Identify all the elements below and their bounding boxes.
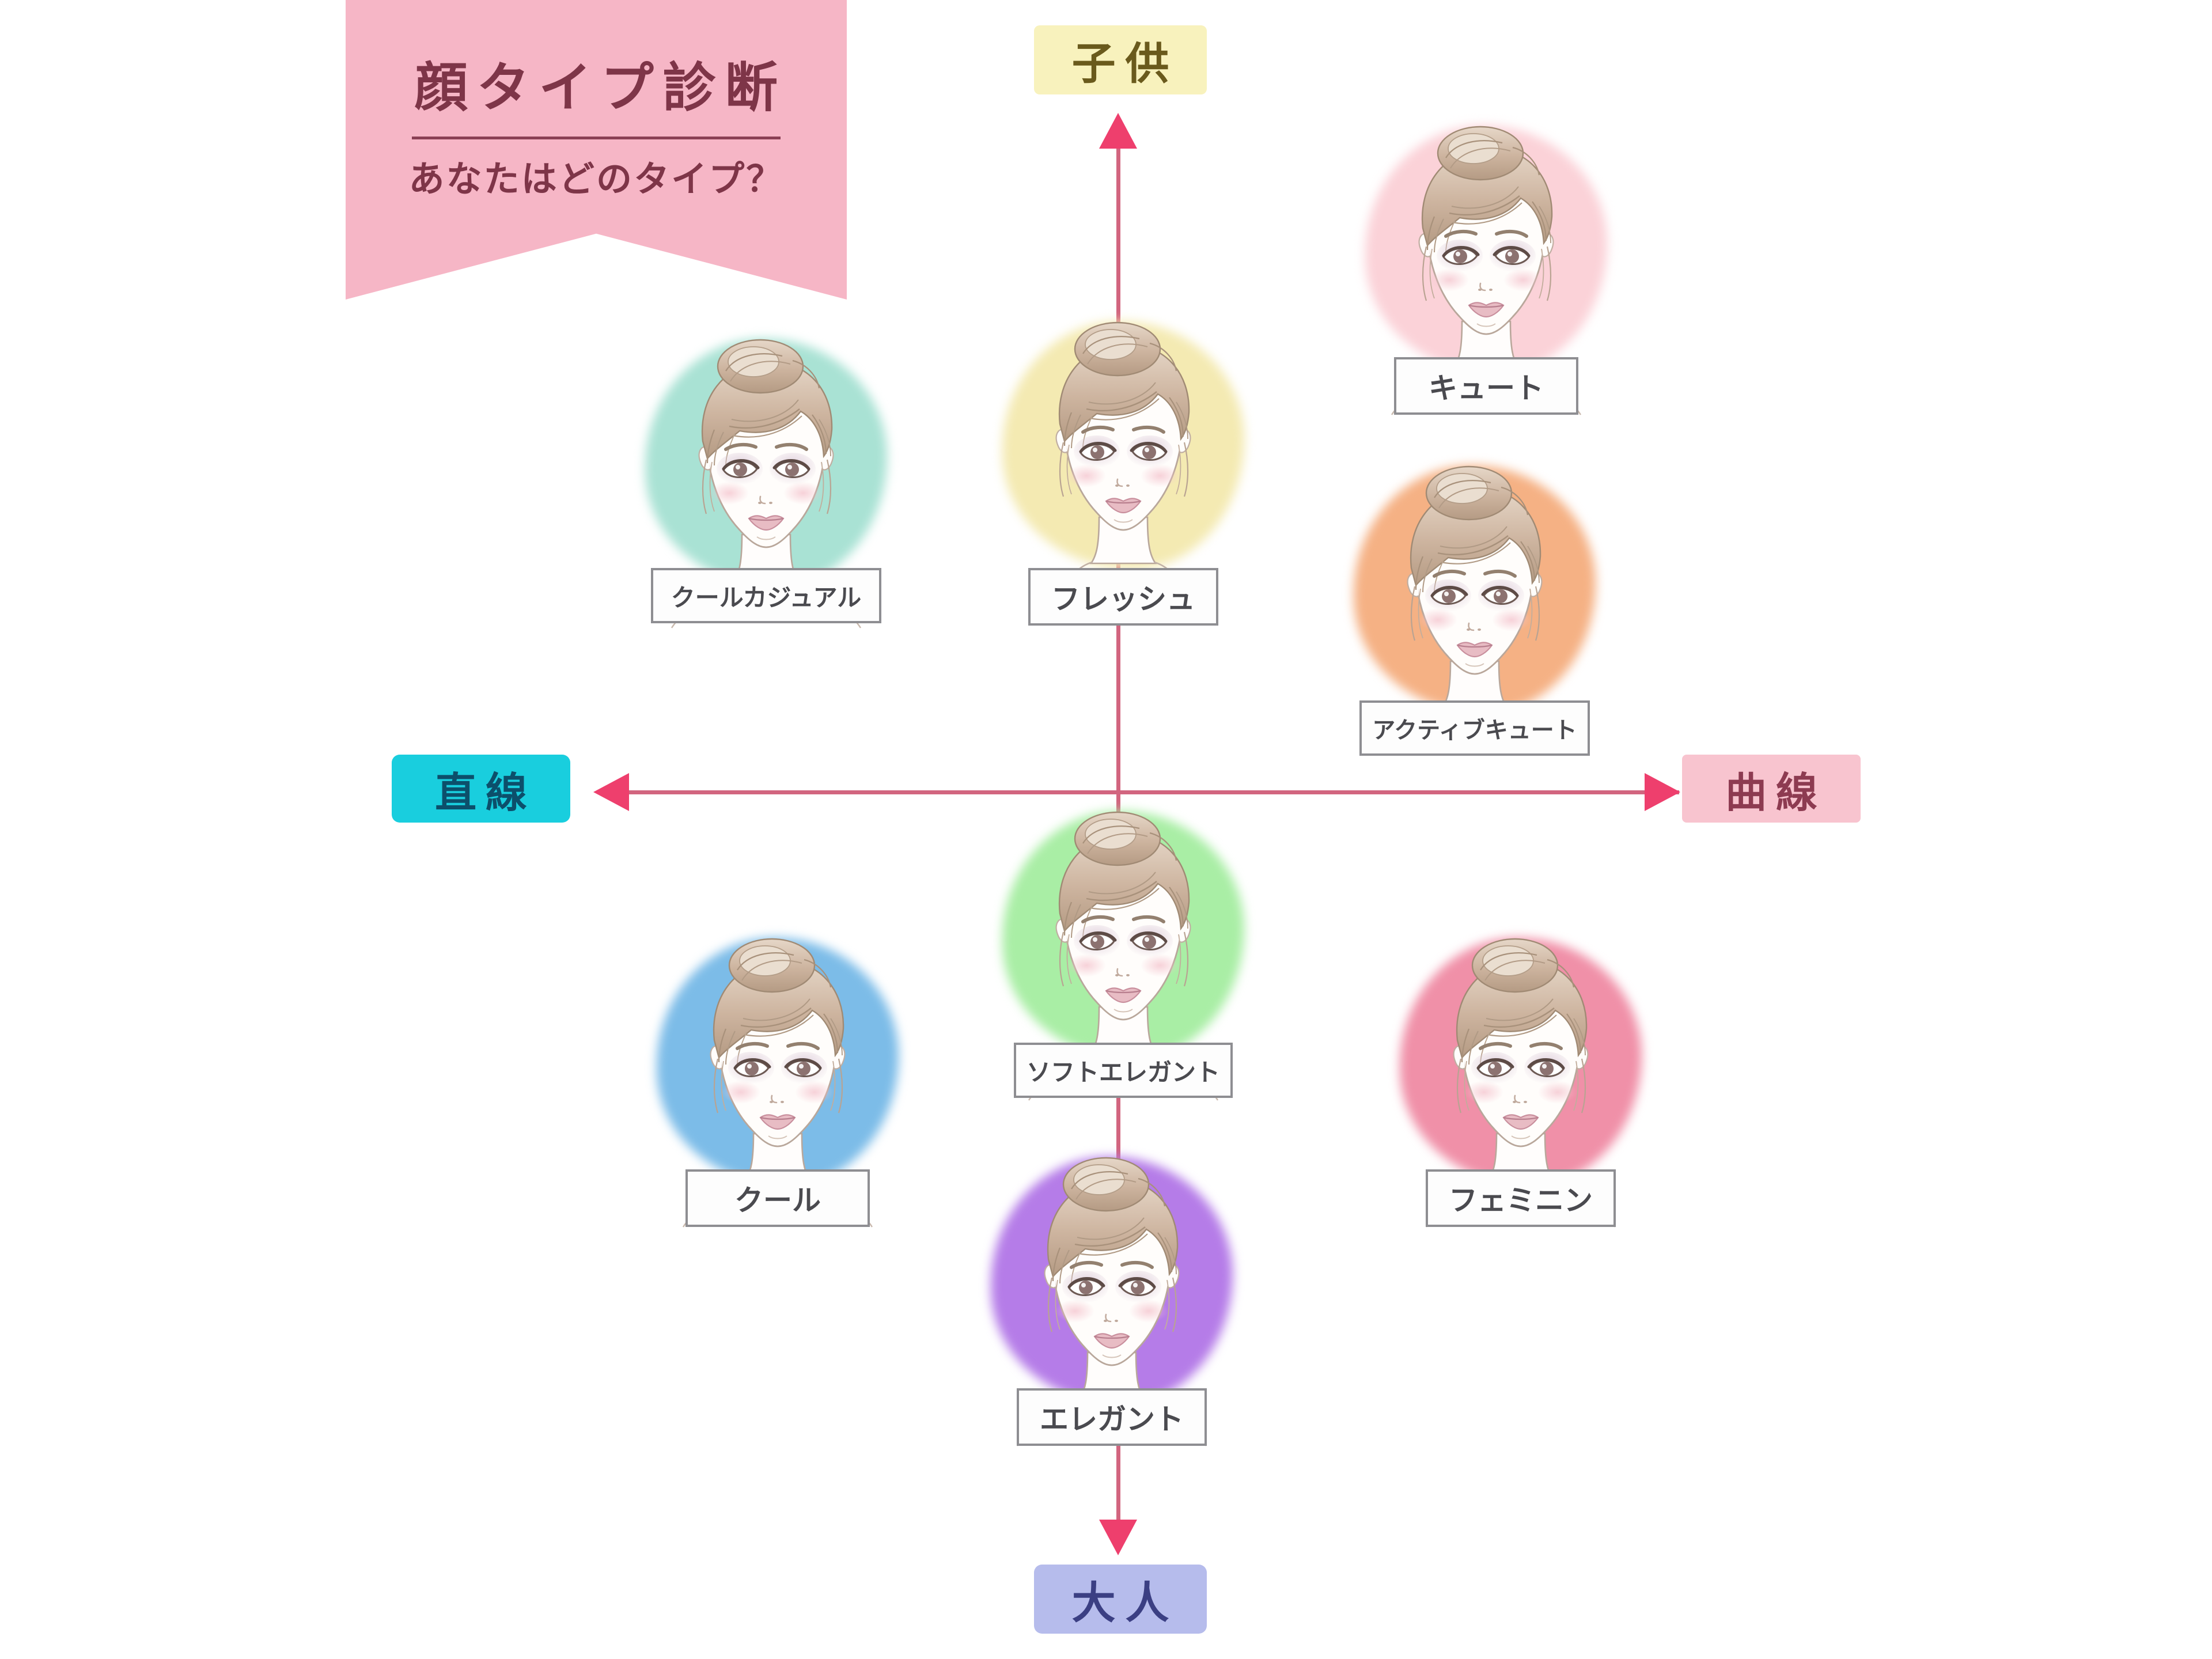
face-type-label: キュート [1394, 357, 1578, 415]
title-banner: 顔タイプ診断 あなたはどのタイプ？ [346, 0, 847, 300]
face-illustration [1028, 321, 1219, 611]
face-type-soft-elegant[interactable]: ソフトエレガント [974, 801, 1273, 1169]
axis-label-child: 子供 [1034, 25, 1207, 94]
face-type-label: フェミニン [1426, 1169, 1616, 1227]
face-type-label: ソフトエレガント [1014, 1043, 1233, 1098]
axis-label-curve: 曲線 [1682, 755, 1861, 823]
face-type-cool[interactable]: クール [628, 927, 927, 1296]
arrow-right-icon [1645, 773, 1680, 811]
face-type-elegant[interactable]: エレガント [962, 1146, 1262, 1515]
face-illustration [1379, 465, 1570, 755]
arrow-down-icon [1099, 1520, 1137, 1555]
arrow-up-icon [1099, 113, 1137, 149]
face-type-label: フレッシュ [1028, 568, 1218, 626]
axis-label-straight: 直線 [392, 755, 570, 823]
face-type-cute[interactable]: キュート [1336, 115, 1636, 484]
face-type-active-cute[interactable]: アクティブキュート [1325, 455, 1624, 824]
face-illustration [1425, 938, 1616, 1228]
page-subtitle: あなたはどのタイプ？ [408, 158, 784, 200]
face-illustration [1391, 126, 1582, 415]
axis-label-adult: 大人 [1034, 1565, 1207, 1634]
face-illustration [1016, 1157, 1207, 1446]
face-type-label: クールカジュアル [651, 568, 881, 623]
face-type-feminine[interactable]: フェミニン [1371, 927, 1671, 1296]
face-illustration [1028, 811, 1219, 1101]
arrow-left-icon [593, 773, 629, 811]
horizontal-axis-line [599, 790, 1679, 794]
title-divider [412, 137, 781, 139]
page-title: 顔タイプ診断 [414, 57, 787, 119]
face-illustration [682, 938, 873, 1228]
face-type-label: クール [685, 1169, 870, 1227]
face-type-cool-casual[interactable]: クールカジュアル [616, 328, 916, 697]
face-type-fresh[interactable]: フレッシュ [974, 311, 1273, 680]
face-illustration [671, 339, 862, 628]
face-type-label: アクティブキュート [1359, 700, 1590, 756]
face-type-label: エレガント [1017, 1388, 1207, 1446]
